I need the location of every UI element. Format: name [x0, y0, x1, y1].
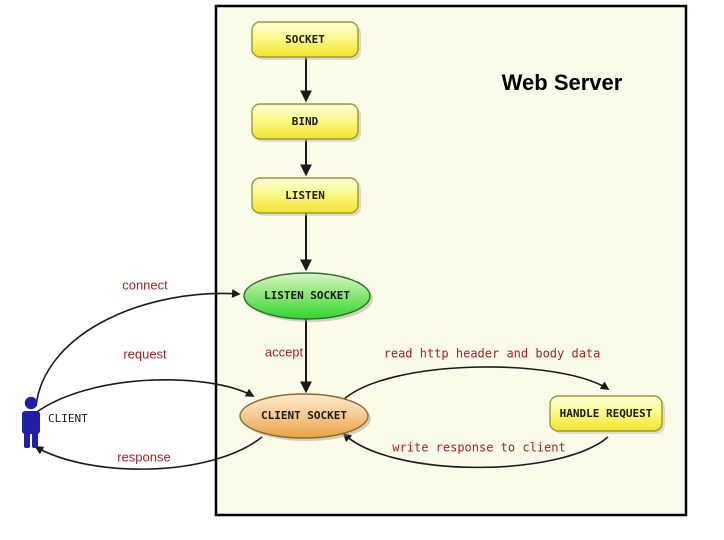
node-listen[interactable]: LISTEN	[251, 177, 361, 216]
listen-socket-label: LISTEN SOCKET	[264, 289, 350, 302]
edge-labels: connect request response accept read htt…	[117, 277, 600, 464]
listen-shape	[251, 177, 359, 214]
listen-socket-shape	[243, 272, 371, 320]
edge-label-write-response: write response to client	[392, 441, 565, 455]
client-socket-label: CLIENT SOCKET	[261, 409, 347, 422]
node-socket[interactable]: SOCKET	[251, 21, 361, 60]
node-handle-request[interactable]: HANDLE REQUEST	[549, 395, 665, 434]
bind-shape	[251, 103, 359, 140]
edge-label-connect: connect	[122, 277, 168, 292]
node-client-socket[interactable]: CLIENT SOCKET	[239, 393, 371, 441]
client-socket-shape	[239, 393, 369, 439]
edge-label-request: request	[123, 346, 167, 361]
socket-shape	[251, 21, 359, 58]
handle-request-shape	[549, 395, 663, 432]
edge-request	[33, 378, 255, 415]
handle-request-label: HANDLE REQUEST	[560, 407, 653, 420]
client-actor-label: CLIENT	[48, 412, 88, 425]
node-listen-socket[interactable]: LISTEN SOCKET	[243, 272, 373, 322]
edge-connect	[35, 289, 241, 407]
listen-label: LISTEN	[285, 189, 325, 202]
edge-label-read-http: read http header and body data	[384, 347, 601, 361]
person-icon	[22, 396, 40, 448]
socket-label: SOCKET	[285, 33, 325, 46]
client-actor[interactable]: CLIENT	[22, 396, 88, 448]
edge-label-accept: accept	[265, 344, 304, 359]
client-connectors	[33, 289, 263, 470]
page-title: Web Server	[502, 70, 623, 95]
bind-label: BIND	[292, 115, 319, 128]
handle-request-connectors	[342, 366, 610, 469]
edge-write-response	[342, 432, 609, 469]
edge-read-http	[342, 366, 610, 401]
edge-response	[34, 436, 263, 470]
node-bind[interactable]: BIND	[251, 103, 361, 142]
edge-label-response: response	[117, 449, 170, 464]
